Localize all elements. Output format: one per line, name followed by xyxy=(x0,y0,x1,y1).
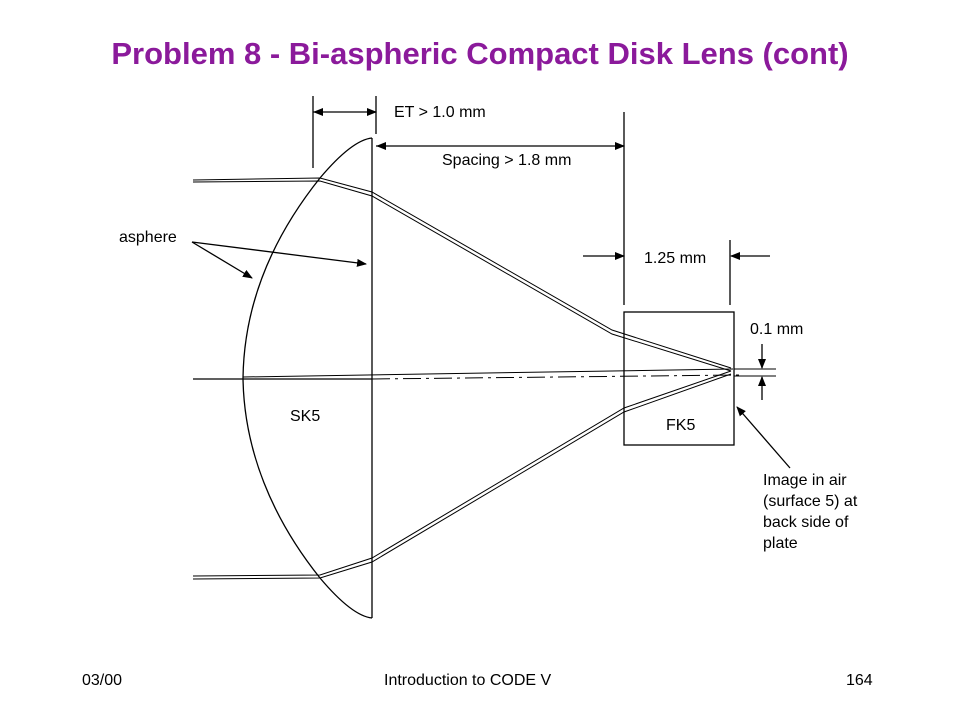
image-offset-label: 0.1 mm xyxy=(750,321,804,338)
asphere-pointer-front xyxy=(191,241,253,279)
image-note-line: plate xyxy=(763,535,798,552)
image-note-line: Image in air xyxy=(763,472,847,489)
lower-ray-bundle xyxy=(192,370,732,580)
lens-front-surface xyxy=(242,137,373,619)
plate-glass-label: FK5 xyxy=(666,417,696,434)
asphere-pointer-back xyxy=(191,241,367,267)
spacing-label: Spacing > 1.8 mm xyxy=(442,152,572,169)
footer-page-number: 164 xyxy=(846,672,873,689)
upper-ray-bundle xyxy=(192,177,732,372)
chief-ray xyxy=(242,368,734,378)
image-note: Image in air (surface 5) at back side of… xyxy=(763,470,857,554)
lens-glass-label: SK5 xyxy=(290,408,321,425)
et-label: ET > 1.0 mm xyxy=(394,104,486,121)
image-note-line: (surface 5) at xyxy=(763,493,858,510)
footer-course: Introduction to CODE V xyxy=(384,672,552,689)
fk5-plate xyxy=(623,311,735,446)
footer-date: 03/00 xyxy=(82,672,123,689)
slide-title: Problem 8 - Bi-aspheric Compact Disk Len… xyxy=(111,36,849,71)
image-note-line: back side of xyxy=(763,514,849,531)
asphere-label: asphere xyxy=(119,229,177,246)
plate-thickness-label: 1.25 mm xyxy=(644,250,707,267)
optical-axis-centerline xyxy=(371,374,741,380)
image-note-pointer xyxy=(736,406,791,469)
